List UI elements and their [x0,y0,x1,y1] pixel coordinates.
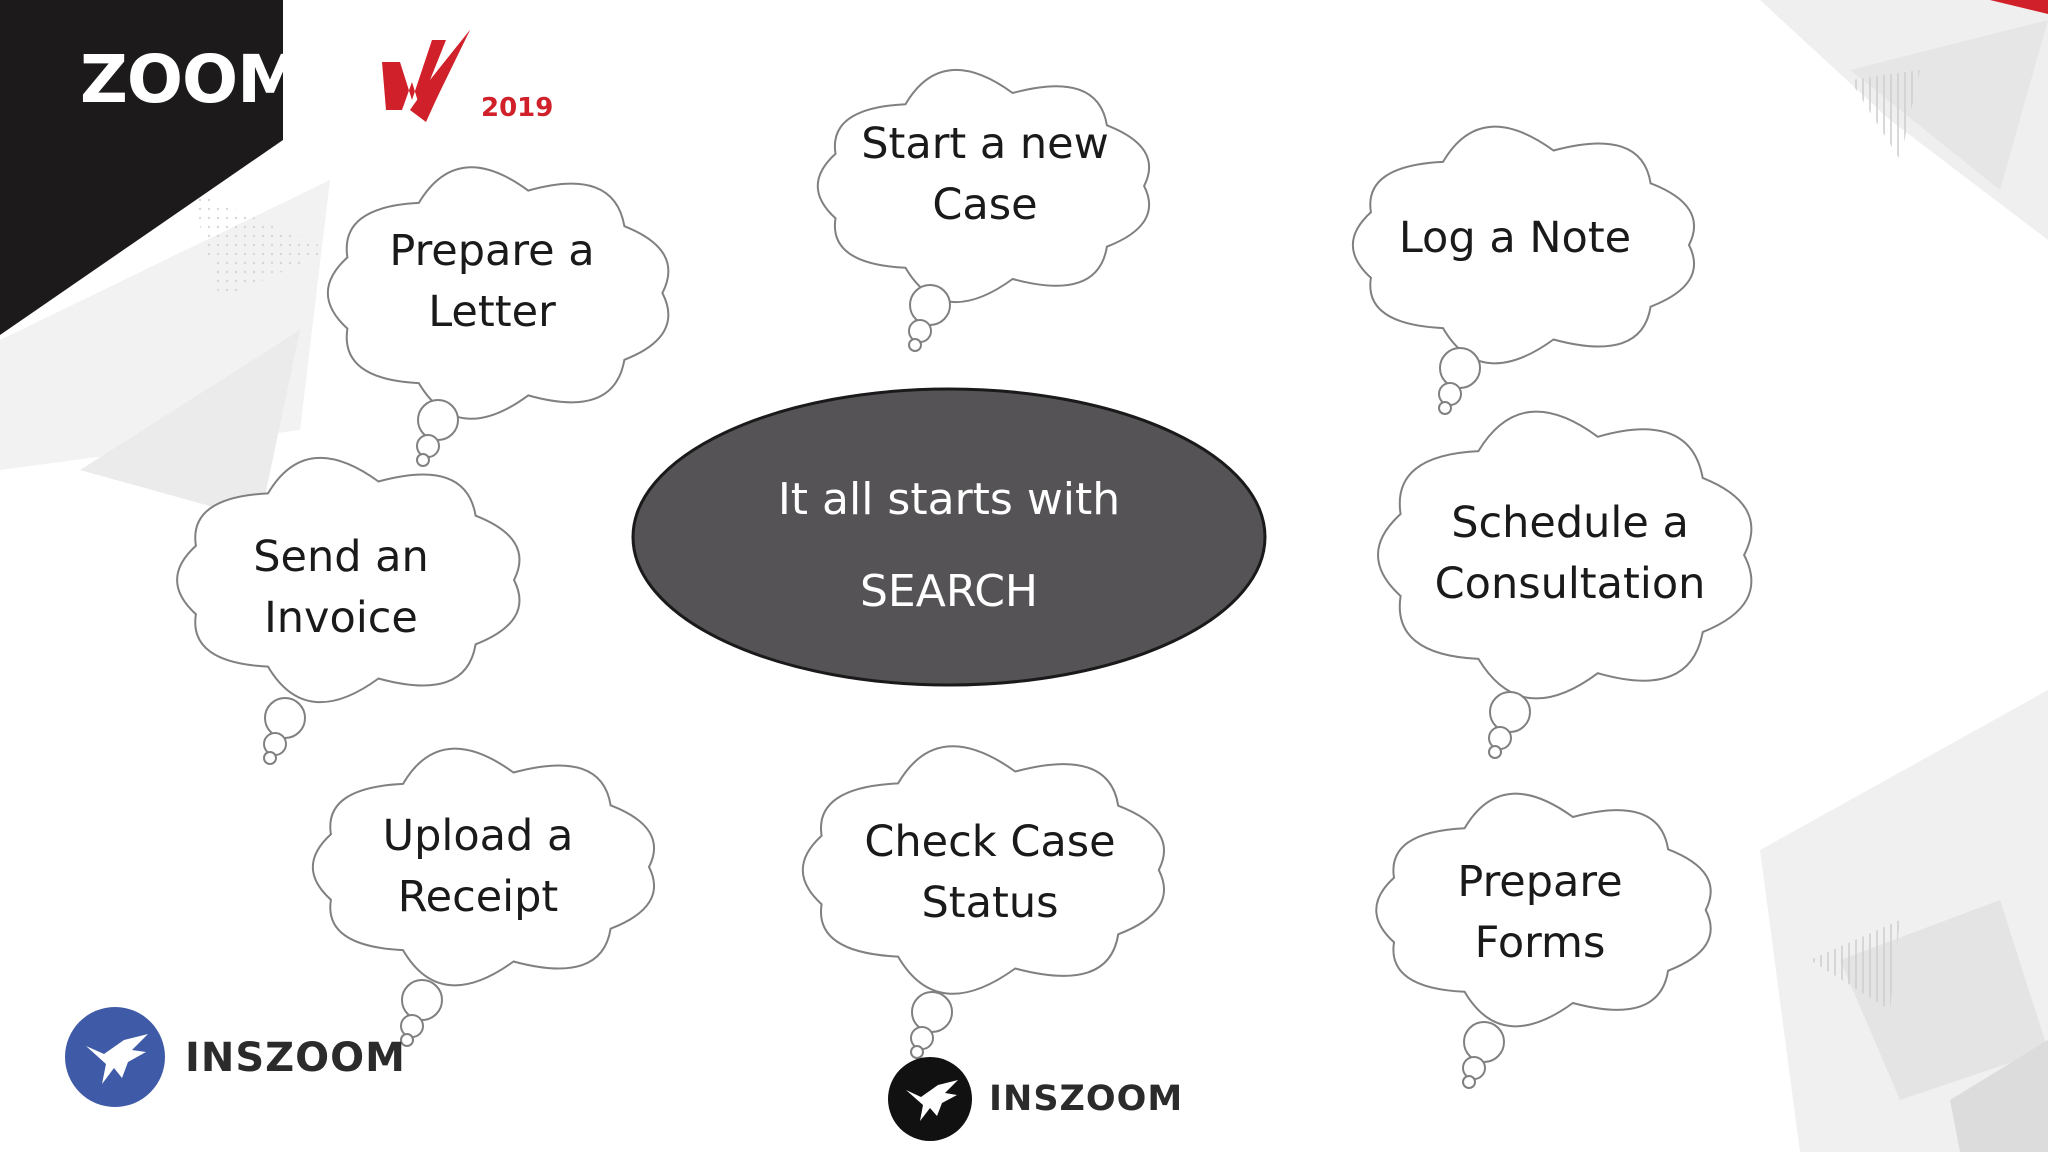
cloud-outline [801,745,1165,995]
thought-cloud-upload-receipt [311,747,655,1047]
cloud-outline [1377,410,1753,700]
thought-bubble [416,453,430,467]
logo-name-center: INSZOOM [989,1079,1184,1119]
cloud-label-upload-receipt: Upload a Receipt [382,811,574,922]
thought-bubble [910,1045,924,1059]
thought-cloud-prepare-forms [1375,792,1712,1089]
corner-banner [0,0,283,335]
thought-bubble [1462,1075,1476,1089]
cloud-outline [326,166,670,420]
thought-cloud-log-note [1351,125,1695,415]
cloud-label-check-case-status: Check Case Status [864,817,1116,928]
center-label: It all starts with SEARCH [777,474,1121,617]
logo-name-left: INSZOOM [185,1035,406,1081]
hummingbird-icon [86,1034,148,1084]
cloud-outline [1351,125,1695,365]
thought-cloud-schedule-consultation [1377,410,1753,759]
cloud-outline [311,747,655,987]
thought-bubble [1438,401,1452,415]
hummingbird-icon [906,1080,958,1121]
thought-bubble [1488,745,1502,759]
thought-cloud-check-case-status [801,745,1165,1059]
cloud-outline [176,456,521,704]
cloud-label-log-note: Log a Note [1398,213,1632,263]
thought-bubble [263,751,277,765]
brand-wordmark: ZOOMPO [80,41,405,118]
thought-bubble [400,1033,414,1047]
thought-bubble [908,338,922,352]
thought-cloud-prepare-letter [326,166,670,467]
cloud-label-schedule-consultation: Schedule a Consultation [1434,498,1706,609]
cloud-outline [816,69,1150,303]
cloud-label-prepare-forms: Prepare Forms [1457,857,1623,968]
brand-er: ER [478,44,551,102]
thought-cloud-send-invoice [176,456,521,765]
cloud-outline [1375,792,1712,1028]
cloud-label-send-invoice: Send an Invoice [253,532,429,643]
cloud-label-start-case: Start a new Case [861,119,1109,230]
cloud-label-prepare-letter: Prepare a Letter [389,226,595,337]
thought-cloud-start-case [816,69,1150,352]
brand-year: 2019 [481,93,554,123]
